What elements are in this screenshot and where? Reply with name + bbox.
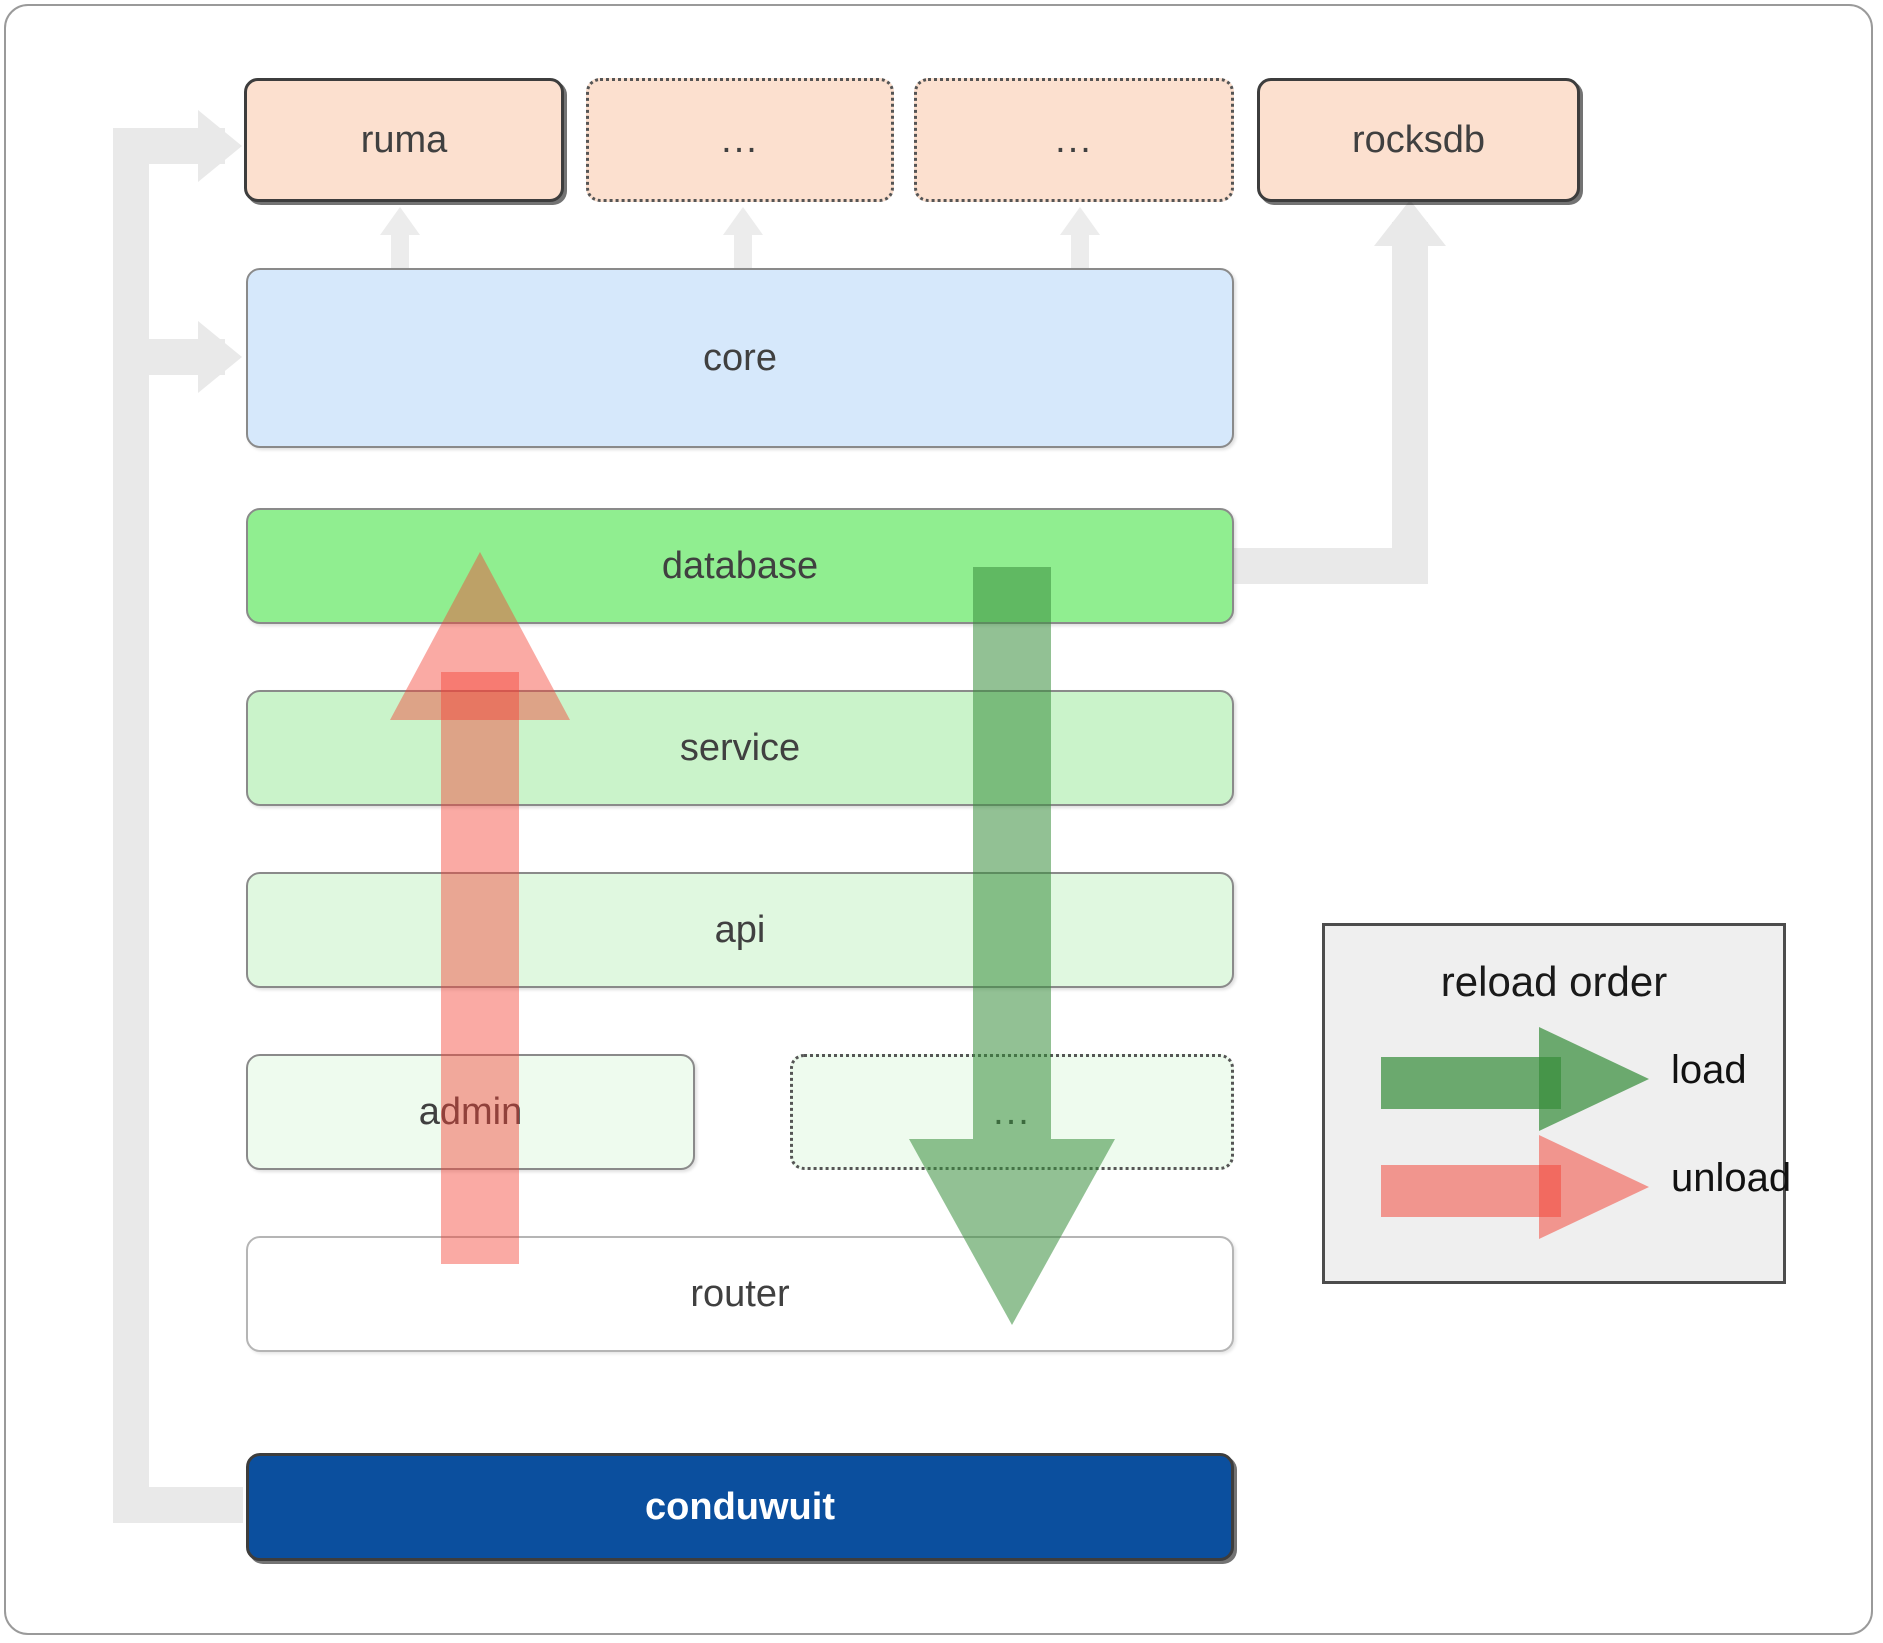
legend-title: reload order	[1440, 958, 1668, 1005]
core-to-dots1-arrow-icon	[723, 207, 763, 275]
unload-flow-arrow	[390, 552, 570, 1312]
arrow-stem	[391, 233, 409, 273]
arrow-stem	[1071, 233, 1089, 273]
node-admin[interactable]: admin	[246, 1054, 695, 1170]
arrowhead-up-icon	[380, 207, 420, 235]
node-api[interactable]: api	[246, 872, 1234, 988]
node-database[interactable]: database	[246, 508, 1234, 624]
node-label: router	[690, 1273, 790, 1315]
node-label: database	[661, 545, 819, 587]
node-label: ...	[1055, 119, 1093, 161]
arrowhead-right-icon	[1539, 1135, 1649, 1239]
legend-arrow-shaft	[1381, 1165, 1561, 1217]
arrowhead-up-icon	[390, 552, 570, 720]
node-label: rocksdb	[1351, 119, 1486, 161]
arrow-stem	[734, 233, 752, 273]
connector-db-to-rocksdb-vertical	[1392, 222, 1428, 584]
connector-db-to-rocksdb-arrowhead	[1374, 200, 1446, 246]
arrowhead-right-icon	[1539, 1027, 1649, 1131]
load-flow-arrow	[909, 567, 1179, 1327]
arrow-shaft	[973, 567, 1051, 1139]
node-label: ruma	[360, 119, 448, 161]
diagram-frame	[4, 4, 1873, 1635]
legend-arrow-shaft	[1381, 1057, 1561, 1109]
core-to-ruma-arrow-icon	[380, 207, 420, 275]
arrow-shaft	[441, 672, 519, 1264]
core-to-dots2-arrow-icon	[1060, 207, 1100, 275]
node-service[interactable]: service	[246, 690, 1234, 806]
legend-label: load	[1671, 1048, 1747, 1092]
arrowhead-up-icon	[1060, 207, 1100, 235]
connector-db-to-rocksdb-horizontal	[1225, 548, 1410, 584]
legend-item-load: load	[1381, 1027, 1781, 1131]
node-top-ellipsis-2[interactable]: ...	[914, 78, 1234, 202]
arrowhead-down-icon	[909, 1139, 1115, 1325]
node-conduwuit[interactable]: conduwuit	[246, 1453, 1234, 1561]
node-label: admin	[418, 1091, 523, 1133]
node-label: api	[714, 909, 766, 951]
connector-to-ruma-arrowhead	[198, 110, 242, 182]
node-label: core	[703, 337, 777, 379]
arrowhead-up-icon	[723, 207, 763, 235]
connector-to-conduwuit	[113, 1487, 243, 1523]
node-rocksdb[interactable]: rocksdb	[1257, 78, 1580, 202]
node-ruma[interactable]: ruma	[244, 78, 564, 202]
connector-to-core-arrowhead	[198, 321, 242, 393]
node-top-ellipsis-1[interactable]: ...	[586, 78, 894, 202]
legend-item-unload: unload	[1381, 1135, 1791, 1239]
node-label: service	[679, 727, 801, 769]
node-core[interactable]: core	[246, 268, 1234, 448]
legend-panel: reload order load unload	[1322, 923, 1791, 1284]
node-label: ...	[721, 119, 759, 161]
connector-trunk-vertical	[113, 128, 149, 1523]
node-label: conduwuit	[645, 1486, 835, 1528]
legend-label: unload	[1671, 1156, 1792, 1200]
